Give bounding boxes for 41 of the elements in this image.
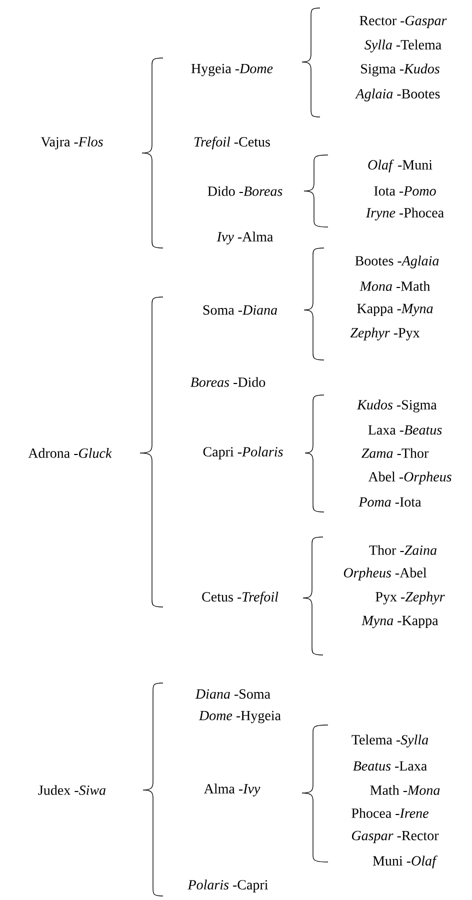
list-item: Polaris -Capri (188, 880, 268, 892)
list-item: Laxa -Beatus (368, 425, 442, 435)
list-item: Myna -Kappa (362, 616, 438, 628)
list-item: Capri -Polaris (203, 446, 283, 460)
list-item: Sylla -Telema (364, 40, 442, 52)
list-item: Trefoil -Cetus (194, 136, 270, 150)
list-item: Zephyr -Pyx (350, 328, 420, 340)
list-item: Judex -Siwa (38, 785, 106, 795)
list-item: Gaspar -Rector (352, 830, 439, 844)
list-item: Hygeia -Dome (191, 64, 273, 76)
list-item: Rector -Gaspar (360, 16, 447, 28)
list-item: Kudos -Sigma (356, 400, 437, 412)
list-item: Poma -Iota (358, 497, 422, 507)
list-item: Bootes -Aglaia (355, 256, 439, 268)
list-item: Beatus -Laxa (353, 761, 427, 771)
list-item: Orpheus -Abel (344, 568, 427, 580)
list-item: Aglaia -Bootes (355, 88, 440, 102)
list-item: Kappa -Myna (357, 304, 433, 316)
list-item: Phocea -Irene (352, 808, 428, 818)
list-item: Soma -Diana (203, 305, 277, 315)
list-item: Mona -Math (360, 281, 430, 291)
list-item: Iota -Pomo (374, 186, 436, 196)
list-item: Ivy -Alma (216, 232, 273, 244)
list-item: Zama -Thor (362, 448, 429, 458)
list-item: Abel -Orpheus (368, 472, 452, 484)
list-item: Olaf -Muni (368, 160, 432, 172)
list-item: Muni -Olaf (372, 856, 438, 868)
list-item: Telema -Sylla (352, 734, 428, 748)
list-item: Dido -Boreas (208, 186, 282, 196)
list-item: Diana -Soma (195, 689, 270, 699)
list-item: Adrona -Gluck (28, 448, 112, 458)
list-item: Sigma -Kudos (361, 64, 440, 76)
list-item: Math -Mona (370, 785, 440, 795)
list-item: Iryne -Phocea (366, 208, 444, 220)
list-item: Pyx -Zephyr (376, 592, 445, 604)
list-item: Dome -Hygeia (198, 710, 281, 724)
list-item: Alma -Ivy (204, 784, 260, 796)
list-item: Thor -Zaina (369, 545, 436, 555)
list-item: Boreas -Dido (190, 377, 266, 387)
list-item: Vajra -Flos (40, 136, 103, 150)
list-item: Cetus -Trefoil (202, 592, 278, 604)
